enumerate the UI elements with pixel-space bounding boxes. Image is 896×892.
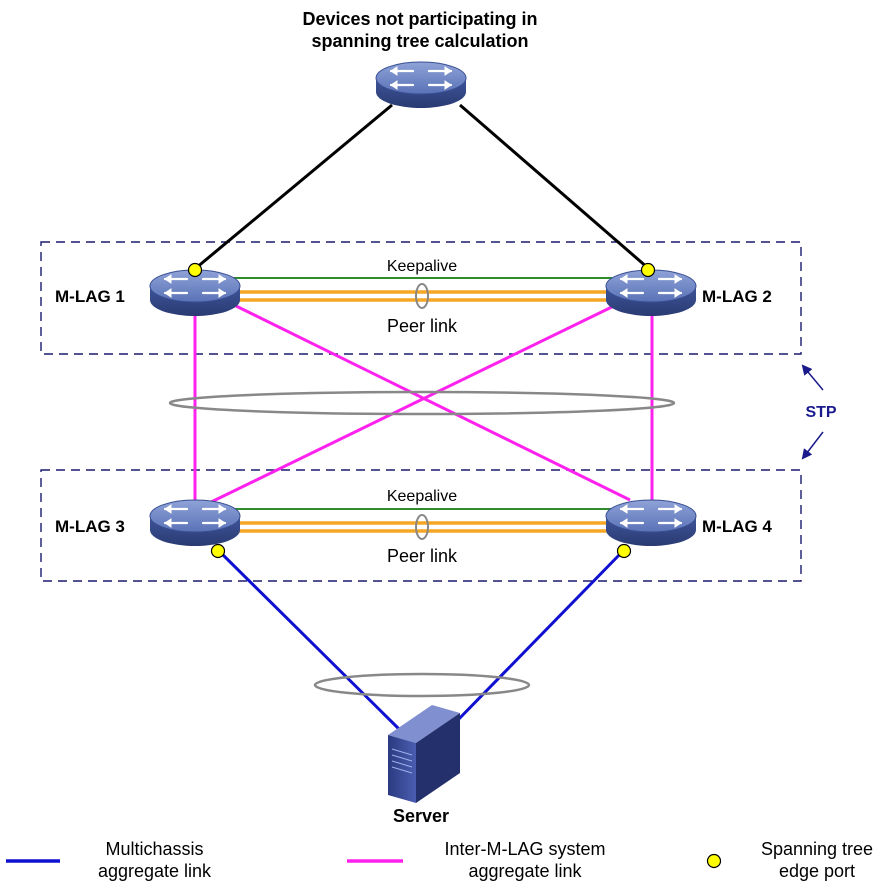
peer-link-label-bottom: Peer link <box>387 546 458 566</box>
legend-edge-port-dot-icon <box>706 853 722 869</box>
link-top-to-mlag1 <box>195 103 393 270</box>
stp-label: STP <box>805 404 836 421</box>
server-icon <box>388 705 460 803</box>
edge-port-dot-icon <box>616 543 632 559</box>
switch-icon <box>374 60 468 110</box>
legend-multichassis-line2: aggregate link <box>97 861 212 881</box>
top-device-label: Devices not participating in spanning tr… <box>210 8 630 52</box>
aggregate-ellipse-middle <box>168 390 676 416</box>
mlag-system-box-bottom <box>40 469 802 582</box>
keepalive-label-top: Keepalive <box>387 258 457 275</box>
multichassis-link-left <box>216 548 402 732</box>
peer-link-ellipse-bottom <box>415 514 429 540</box>
aggregate-ellipse-server <box>313 672 531 698</box>
device-label-mlag2: M-LAG 2 <box>702 287 772 306</box>
stp-arrow-up <box>801 364 824 391</box>
peer-link-label-top: Peer link <box>387 316 458 336</box>
switch-icon <box>604 268 698 318</box>
legend-inter-mlag-label: Inter-M-LAG system aggregate link <box>420 838 630 882</box>
device-label-mlag3: M-LAG 3 <box>55 517 125 536</box>
top-device-label-line2: spanning tree calculation <box>311 31 529 51</box>
top-device-label-line1: Devices not participating in <box>302 9 538 29</box>
peer-link-ellipse-top <box>415 283 429 309</box>
server-label: Server <box>393 806 449 826</box>
mlag-system-box-top <box>40 241 802 355</box>
legend-edge-port-label: Spanning tree edge port <box>740 838 894 882</box>
edge-port-dot-icon <box>210 543 226 559</box>
stp-arrow-down <box>801 431 824 460</box>
switch-icon <box>148 498 242 548</box>
keepalive-label-bottom: Keepalive <box>387 488 457 505</box>
device-label-mlag1: M-LAG 1 <box>55 287 125 306</box>
multichassis-link-right <box>451 548 626 727</box>
switch-icon <box>604 498 698 548</box>
legend-edge-port-line1: Spanning tree <box>760 839 874 859</box>
edge-port-dot-icon <box>640 262 656 278</box>
legend-multichassis-label: Multichassis aggregate link <box>72 838 237 882</box>
edge-port-dot-icon <box>187 262 203 278</box>
legend-multichassis-line1: Multichassis <box>105 839 204 859</box>
link-top-to-mlag2 <box>459 103 649 270</box>
legend-edge-port-line2: edge port <box>778 861 856 881</box>
legend-inter-mlag-line1: Inter-M-LAG system <box>444 839 606 859</box>
device-label-mlag4: M-LAG 4 <box>702 517 772 536</box>
legend-inter-mlag-line2: aggregate link <box>468 861 582 881</box>
